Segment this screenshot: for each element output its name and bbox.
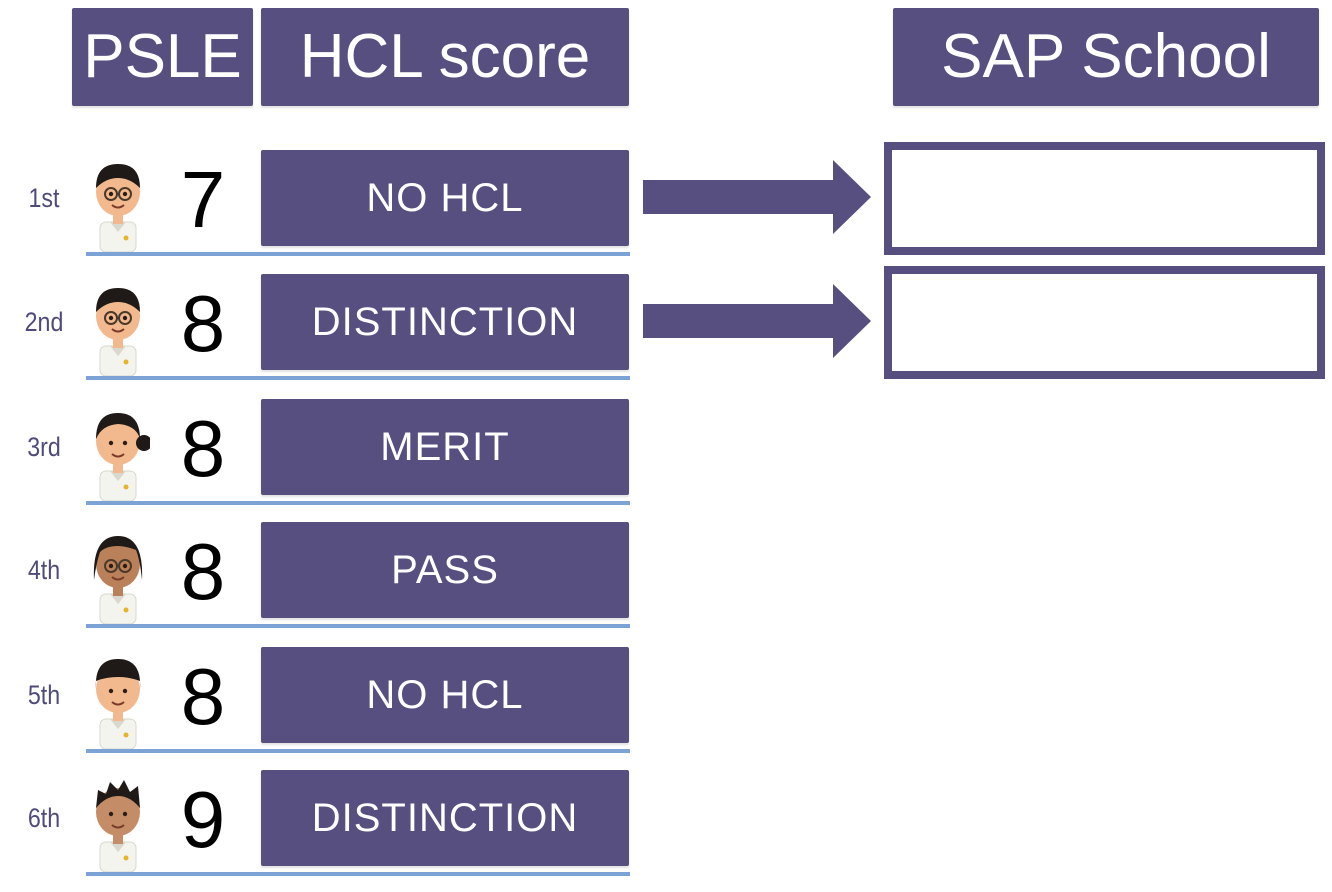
boy-glasses-icon (86, 272, 150, 376)
row-divider (86, 501, 630, 505)
row-divider (86, 624, 630, 628)
row-divider (86, 376, 630, 380)
student-row: 1st 7 NO HCL (0, 148, 640, 272)
rank-label: 2nd (24, 306, 64, 337)
right-arrow-icon (643, 160, 871, 234)
girl-glasses-icon (86, 520, 150, 624)
hcl-grade-box: NO HCL (261, 150, 629, 246)
rank-label: 6th (27, 802, 61, 833)
row-divider (86, 872, 630, 876)
sap-school-header: SAP School (893, 8, 1319, 106)
row-divider (86, 749, 630, 753)
hcl-score-header: HCL score (261, 8, 629, 106)
girl-ponytail-icon (86, 397, 150, 501)
boy-glasses-icon (86, 148, 150, 252)
psle-score: 8 (180, 527, 226, 616)
student-row: 5th 8 NO HCL (0, 645, 640, 769)
psle-score: 8 (180, 279, 226, 368)
hcl-grade-box: PASS (261, 522, 629, 618)
right-arrow-icon (643, 284, 871, 358)
psle-score: 8 (180, 404, 226, 493)
psle-score: 8 (180, 652, 226, 741)
rank-label: 3rd (27, 431, 61, 462)
student-row: 3rd 8 MERIT (0, 397, 640, 521)
hcl-grade-box: MERIT (261, 399, 629, 495)
psle-header: PSLE (72, 8, 253, 106)
rank-label: 5th (27, 679, 61, 710)
hcl-grade-box: NO HCL (261, 647, 629, 743)
student-row: 4th 8 PASS (0, 520, 640, 644)
hcl-grade-box: DISTINCTION (261, 274, 629, 370)
sap-school-slot-2 (884, 266, 1325, 379)
psle-score: 9 (180, 775, 226, 864)
student-row: 6th 9 DISTINCTION (0, 768, 640, 892)
hcl-grade-box: DISTINCTION (261, 770, 629, 866)
sap-school-slot-1 (884, 142, 1325, 255)
boy-fringe-icon (86, 645, 150, 749)
rank-label: 4th (27, 554, 61, 585)
student-row: 2nd 8 DISTINCTION (0, 272, 640, 396)
psle-score: 7 (180, 155, 226, 244)
row-divider (86, 252, 630, 256)
rank-label: 1st (28, 182, 60, 213)
boy-spiky-hair-icon (86, 768, 150, 872)
